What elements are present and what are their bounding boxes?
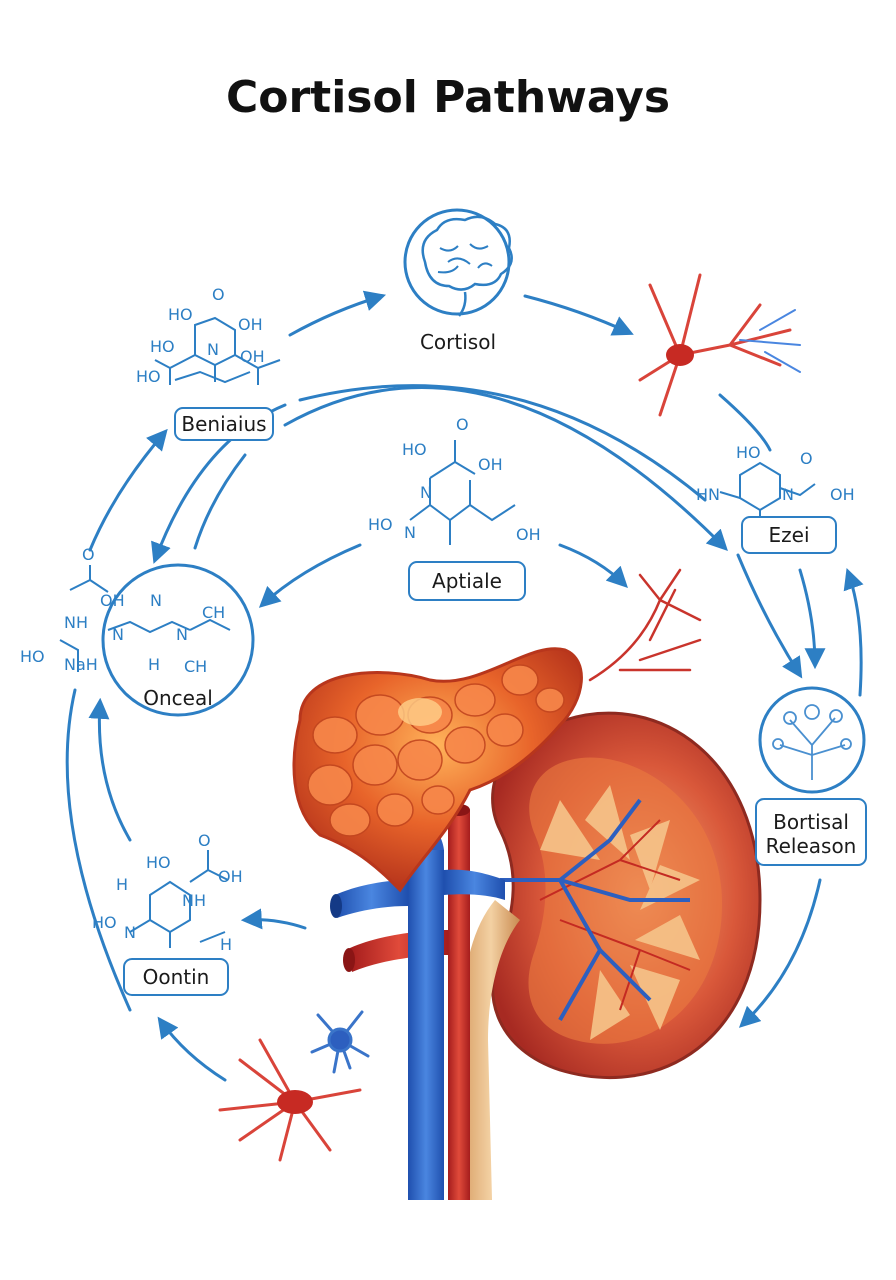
vessel-branch-icon [588, 568, 702, 682]
svg-text:OH: OH [240, 347, 265, 366]
node-bortisal-releason: Bortisal Releason [755, 798, 867, 866]
svg-text:N: N [420, 483, 432, 502]
svg-text:OH: OH [830, 485, 855, 504]
svg-text:NaH: NaH [64, 655, 98, 674]
arrow-arc-right-inner [298, 384, 707, 502]
node-oontin: Oontin [123, 958, 229, 996]
svg-text:OH: OH [516, 525, 541, 544]
arrow-left-top-to-cortisol [288, 290, 387, 337]
chem-structure-b [409, 440, 516, 545]
svg-text:HO: HO [150, 337, 175, 356]
red-neuron-icon [218, 1038, 362, 1162]
arrow-neuron-to-oontin [157, 1016, 227, 1082]
arrow-left-up [88, 428, 168, 552]
svg-text:N: N [112, 625, 124, 644]
arrow-arc-back-2 [193, 453, 247, 550]
svg-text:HO: HO [136, 367, 161, 386]
svg-text:HN: HN [696, 485, 720, 504]
svg-text:O: O [82, 545, 95, 564]
kidney [491, 711, 762, 1079]
svg-text:HO: HO [92, 913, 117, 932]
svg-text:HO: HO [368, 515, 393, 534]
tree-cell-icon [758, 686, 866, 794]
arrow-big-arc [283, 386, 728, 551]
svg-text:O: O [800, 449, 813, 468]
svg-text:H: H [116, 875, 128, 894]
svg-text:HO: HO [146, 853, 171, 872]
ureter [461, 900, 520, 1200]
svg-text:O: O [212, 285, 225, 304]
svg-text:CH: CH [184, 657, 207, 676]
svg-text:NH: NH [182, 891, 206, 910]
pathway-arrows [65, 290, 864, 1082]
node-onceal: Onceal [143, 686, 213, 710]
arrow-left-long [65, 688, 132, 1012]
svg-text:H: H [220, 935, 232, 954]
page-title: Cortisol Pathways [225, 72, 671, 123]
neuron-icon [638, 273, 801, 417]
arrow-center-to-gland [558, 543, 628, 588]
svg-text:OH: OH [238, 315, 263, 334]
svg-text:OH: OH [100, 591, 125, 610]
svg-text:HO: HO [20, 647, 45, 666]
node-bortisal-line1: Bortisal [773, 810, 849, 834]
svg-text:N: N [404, 523, 416, 542]
node-aptiale: Aptiale [408, 561, 526, 601]
node-cortisol: Cortisol [419, 330, 497, 354]
svg-text:NH: NH [64, 613, 88, 632]
svg-text:HO: HO [168, 305, 193, 324]
svg-text:O: O [198, 831, 211, 850]
vein [330, 827, 505, 1200]
chem-labels: HO O OH HO N OH HO HO O OH N HO N OH HO … [20, 285, 855, 954]
svg-text:OH: OH [478, 455, 503, 474]
svg-text:N: N [782, 485, 794, 504]
arrow-cortisol-to-neuron [523, 294, 634, 336]
arrow-ezei-to-release [736, 553, 803, 679]
onceal-circle [101, 563, 255, 717]
brain-icon [403, 208, 513, 317]
arrow-release-to-kidney [738, 878, 822, 1028]
node-beniaius: Beniaius [174, 407, 274, 441]
chem-structure-e [129, 850, 229, 948]
arrow-center-to-onceal [258, 543, 362, 608]
svg-text:N: N [124, 923, 136, 942]
node-ezei: Ezei [741, 516, 837, 554]
arrow-gland-to-oontin [240, 908, 307, 930]
svg-text:N: N [176, 625, 188, 644]
arrow-ezei-down [798, 568, 826, 670]
svg-text:H: H [148, 655, 160, 674]
chem-structure-a [154, 316, 281, 385]
adrenal-gland [292, 647, 583, 893]
svg-text:N: N [150, 591, 162, 610]
arrow-right-up [843, 568, 864, 697]
arrow-neuron-down [718, 393, 772, 452]
chem-structure-d [59, 565, 231, 672]
node-bortisal-line2: Releason [765, 834, 857, 858]
blue-cell-icon [310, 1010, 370, 1074]
svg-text:HO: HO [736, 443, 761, 462]
svg-text:N: N [207, 340, 219, 359]
arrow-oontin-to-onceal [88, 697, 132, 842]
svg-text:OH: OH [218, 867, 243, 886]
svg-text:HO: HO [402, 440, 427, 459]
svg-text:CH: CH [202, 603, 225, 622]
svg-text:O: O [456, 415, 469, 434]
